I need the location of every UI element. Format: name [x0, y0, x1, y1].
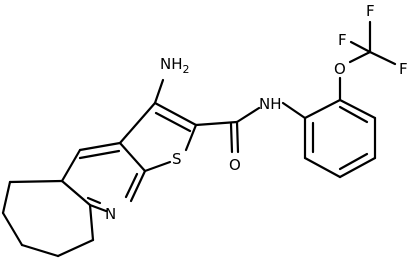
bond: [1, 180, 12, 215]
bond: [235, 106, 261, 124]
bond: [78, 141, 122, 152]
bond: [235, 120, 240, 154]
bond: [118, 141, 147, 173]
bond: [338, 105, 369, 124]
bond: [194, 120, 239, 127]
phenyl-ring: [303, 98, 377, 179]
bond: [1, 211, 24, 247]
bond: [124, 172, 139, 199]
thiophene-sulfur-label: S: [172, 150, 182, 168]
ether-oxygen-label: O: [334, 60, 346, 78]
bond: [60, 148, 82, 183]
bond: [86, 196, 102, 205]
bond: [88, 203, 108, 213]
bond: [154, 111, 192, 133]
bond: [8, 179, 64, 184]
bond: [88, 203, 95, 242]
bond: [184, 123, 198, 152]
thiophene-ring: [118, 101, 198, 173]
bond: [78, 149, 121, 160]
trifluoromethoxy-group: [338, 20, 397, 102]
bond: [338, 98, 377, 120]
bond: [338, 156, 377, 179]
bond: [60, 179, 92, 207]
bond: [118, 101, 157, 145]
fluorine-label: F: [399, 60, 408, 78]
bond: [368, 50, 397, 66]
bond: [229, 122, 234, 154]
amine-label: NH2: [160, 55, 190, 76]
amide-nh-label: NH: [259, 95, 282, 113]
carboxamide-group: [194, 101, 307, 154]
bond: [303, 98, 342, 120]
bond: [129, 169, 147, 203]
bond: [349, 40, 372, 54]
bond: [281, 101, 307, 120]
fluorine-label: F: [338, 31, 347, 49]
bond: [348, 50, 372, 64]
cycloheptane-ring: [1, 179, 95, 258]
bond: [153, 101, 198, 127]
bond: [143, 160, 172, 173]
bond: [56, 238, 95, 258]
fluorine-label: F: [366, 2, 375, 20]
bond: [338, 152, 369, 171]
amine-bond: [153, 78, 165, 105]
bond: [20, 243, 60, 258]
pyridine-nitrogen-label: N: [105, 205, 116, 223]
bond: [303, 156, 342, 179]
carbonyl-oxygen-label: O: [229, 156, 241, 174]
pyridine-ring: [60, 141, 147, 213]
